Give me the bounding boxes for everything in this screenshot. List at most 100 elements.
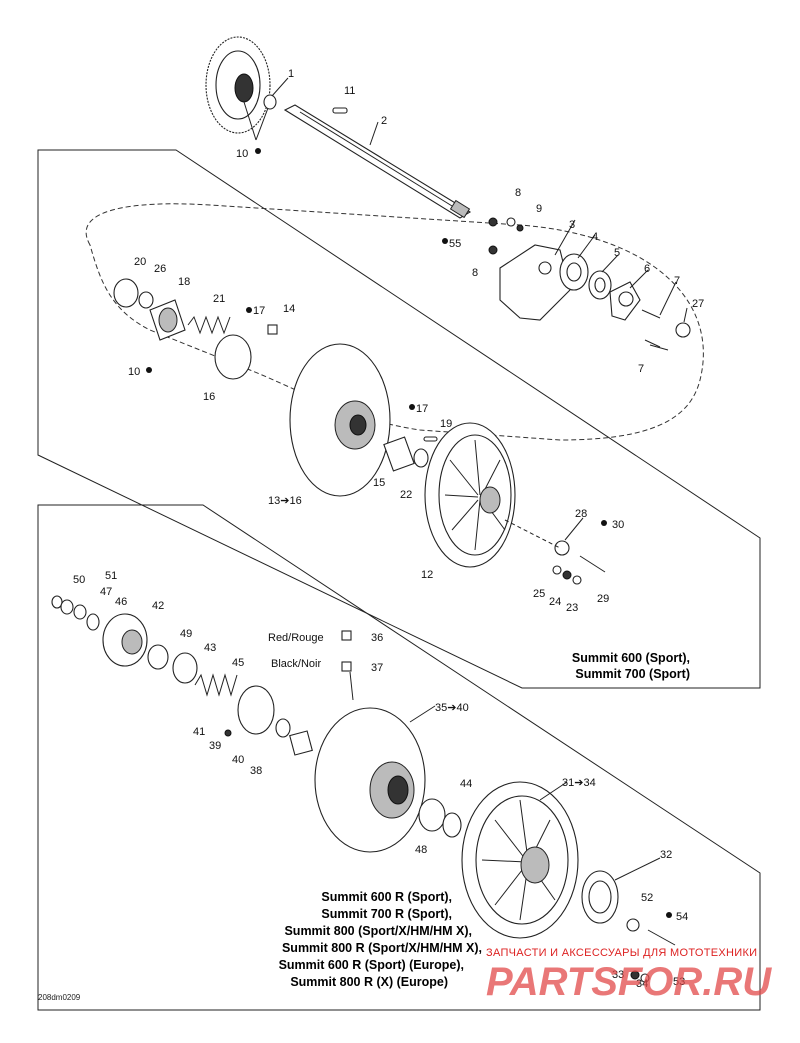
assembly-outline — [85, 203, 704, 441]
cap-part-1 — [263, 94, 277, 110]
callout-17b: 17 — [416, 403, 428, 415]
color-label-red: Red/Rouge — [268, 632, 324, 644]
washer-part-24 — [562, 570, 572, 580]
sheave-part-12 — [424, 422, 516, 568]
drive-gear — [205, 36, 271, 134]
ring-part-48 — [442, 812, 462, 838]
callout-42: 42 — [152, 600, 164, 612]
model-bottom-line-5: Summit 600 R (Sport) (Europe), — [279, 958, 464, 972]
model-top-line-1: Summit 600 (Sport), — [572, 651, 690, 665]
callout-46: 46 — [115, 596, 127, 608]
callout-1: 1 — [288, 68, 294, 80]
callout-20: 20 — [134, 256, 146, 268]
top-panel-border — [37, 149, 761, 689]
callout-7a: 7 — [674, 275, 680, 287]
drive-shaft — [283, 104, 472, 219]
color-label-black: Black/Noir — [271, 658, 321, 670]
callout-38: 38 — [250, 765, 262, 777]
callout-8a: 8 — [515, 187, 521, 199]
callout-25: 25 — [533, 588, 545, 600]
bottom-panel-border — [37, 504, 761, 1011]
callout-17a: 17 — [253, 305, 265, 317]
nut-part-8a — [488, 217, 498, 227]
washer-part-9 — [506, 217, 516, 227]
model-bottom-line-2: Summit 700 R (Sport), — [321, 907, 452, 921]
callout-4: 4 — [592, 231, 598, 243]
ring-part-40 — [275, 718, 291, 738]
bushing-part-38 — [289, 730, 313, 756]
callout-18: 18 — [178, 276, 190, 288]
callout-30: 30 — [612, 519, 624, 531]
pin-part-41 — [224, 729, 232, 737]
washer-part-34 — [640, 973, 650, 983]
plate-part-4 — [559, 253, 589, 291]
callout-29: 29 — [597, 593, 609, 605]
callout-2: 2 — [381, 115, 387, 127]
bolt-part-53 — [647, 929, 676, 946]
model-top-line-2: Summit 700 (Sport) — [575, 667, 690, 681]
callout-21: 21 — [213, 293, 225, 305]
callout-16: 16 — [203, 391, 215, 403]
callout-26: 26 — [154, 263, 166, 275]
model-bottom-line-1: Summit 600 R (Sport), — [321, 890, 452, 904]
ring-part-46 — [86, 613, 100, 631]
callout-35: 35➔40 — [435, 702, 469, 714]
callout-47: 47 — [100, 586, 112, 598]
bolt-part-29 — [579, 555, 606, 573]
nut-part-8b — [516, 224, 524, 232]
callout-10a: 10 — [236, 148, 248, 160]
bearing-part-5 — [588, 270, 612, 300]
callout-5: 5 — [614, 247, 620, 259]
callout-23: 23 — [566, 602, 578, 614]
callout-55: 55 — [449, 238, 461, 250]
callout-labels: 1 2 3 4 5 6 7 7 8 8 9 10 10 11 12 13➔16 … — [73, 68, 704, 990]
callout-3: 3 — [569, 219, 575, 231]
callout-41: 41 — [193, 726, 205, 738]
washer-part-44 — [418, 798, 446, 832]
nut-part-8c — [488, 245, 498, 255]
callout-53: 53 — [673, 976, 685, 988]
washer-part-52 — [626, 918, 640, 932]
cam-part-42 — [102, 613, 148, 667]
callout-52: 52 — [641, 892, 653, 904]
drawing-code: 208dm0209 — [38, 993, 81, 1002]
washer-part-25 — [552, 565, 562, 575]
callout-19: 19 — [440, 418, 452, 430]
ring-part-22 — [413, 448, 429, 468]
model-bottom-line-4: Summit 800 R (Sport/X/HM/HM X), — [282, 941, 482, 955]
cap-part-14 — [267, 324, 278, 335]
callout-32: 32 — [660, 849, 672, 861]
callout-33: 33 — [612, 969, 624, 981]
cam-part-18 — [149, 299, 186, 341]
callout-22: 22 — [400, 489, 412, 501]
model-bottom-line-3: Summit 800 (Sport/X/HM/HM X), — [284, 924, 472, 938]
callout-45: 45 — [232, 657, 244, 669]
callout-24: 24 — [549, 596, 561, 608]
spring-part-21 — [187, 315, 231, 335]
bracket-part-3 — [499, 244, 571, 321]
key-part-19 — [423, 436, 438, 442]
watermark-brand: PARTSFOR.RU — [486, 960, 772, 1004]
ring-part-20 — [113, 278, 139, 308]
ring-part-16 — [214, 334, 252, 380]
callout-7b: 7 — [638, 363, 644, 375]
callout-44: 44 — [460, 778, 472, 790]
callout-40: 40 — [232, 754, 244, 766]
callout-36: 36 — [371, 632, 383, 644]
ring-part-49 — [147, 644, 169, 670]
washer-part-26 — [138, 291, 154, 309]
callout-39: 39 — [209, 740, 221, 752]
washer-part-51 — [60, 599, 74, 615]
circlip-part-50 — [51, 595, 63, 609]
callout-54: 54 — [676, 911, 688, 923]
callout-14: 14 — [283, 303, 295, 315]
bushing-part-43 — [172, 652, 198, 684]
callout-50: 50 — [73, 574, 85, 586]
key-part-11 — [332, 107, 348, 114]
lubricant-drop-icon — [146, 148, 672, 918]
callout-6: 6 — [644, 263, 650, 275]
spring-part-45 — [194, 673, 238, 697]
models-bottom: Summit 600 R (Sport), Summit 700 R (Spor… — [279, 890, 482, 989]
washer-part-47 — [73, 604, 87, 620]
